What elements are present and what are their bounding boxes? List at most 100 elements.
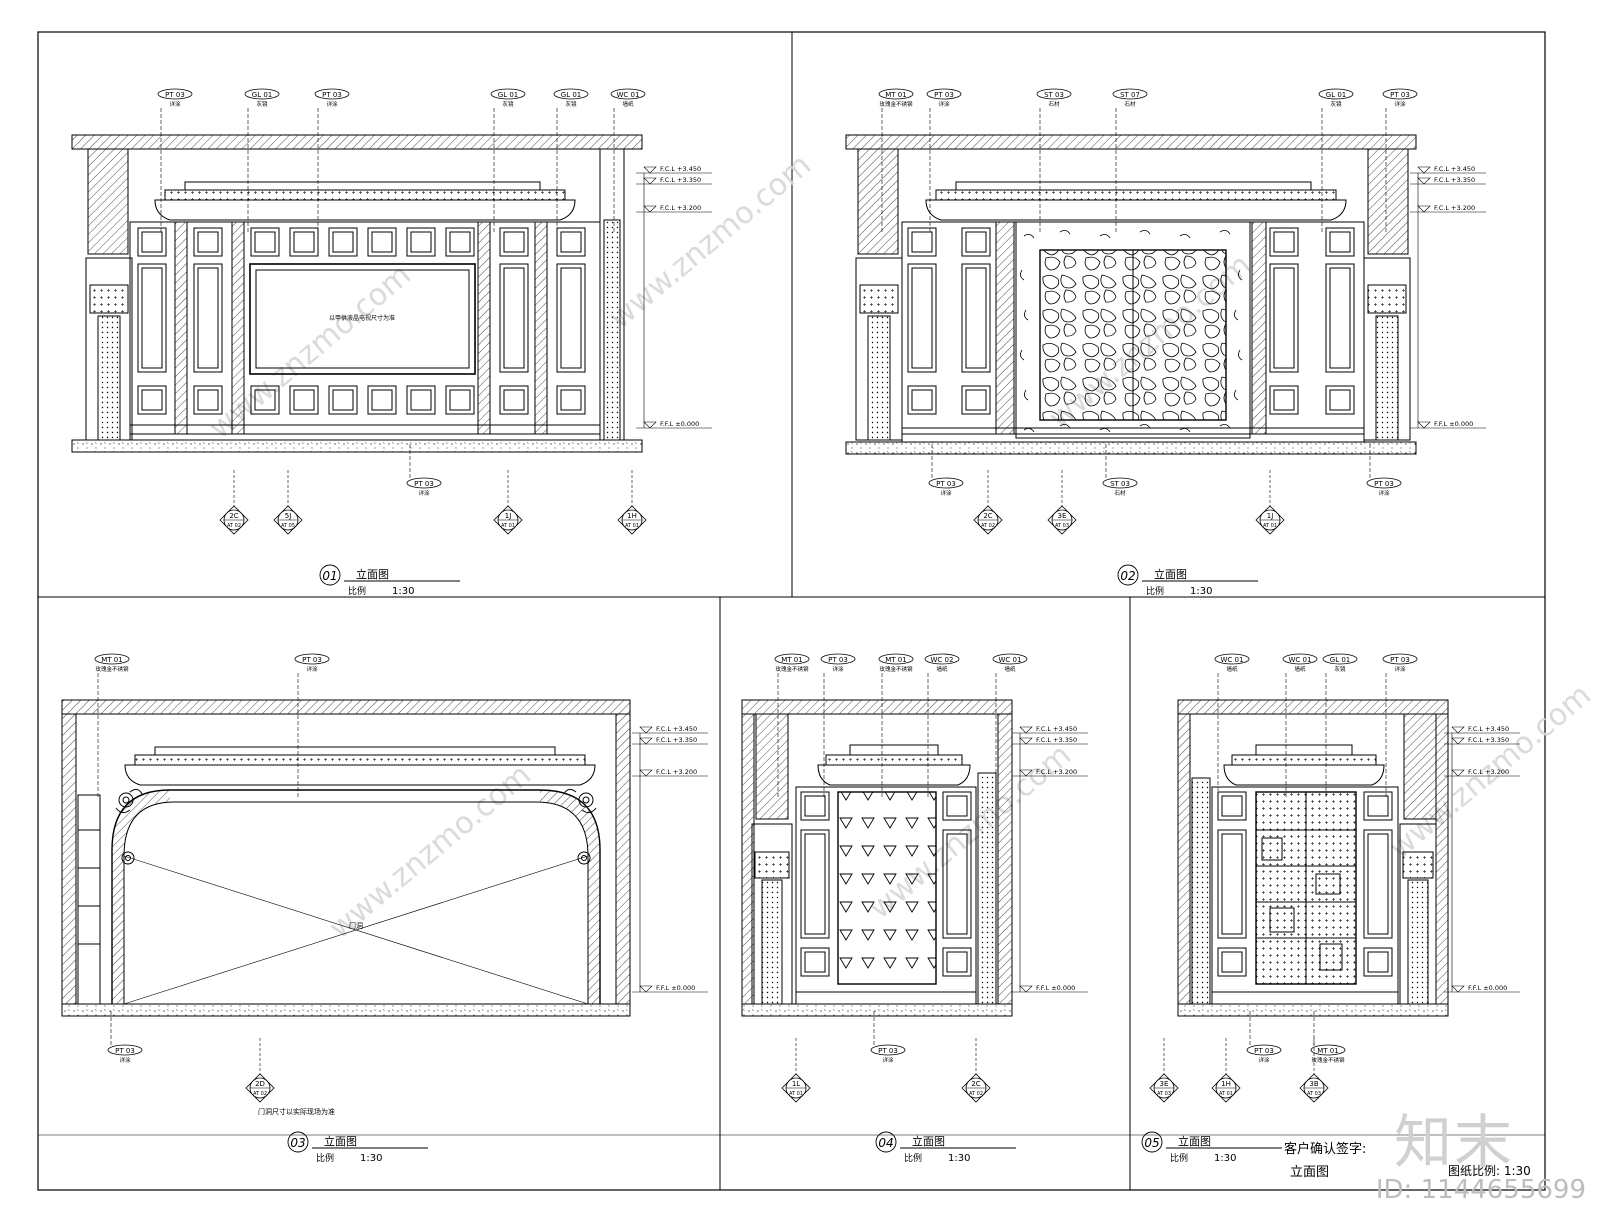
tv-screen <box>255 269 470 369</box>
material-tag-bubble <box>1310 1044 1346 1056</box>
ceiling-cornice <box>1223 764 1385 786</box>
skirting <box>795 991 977 1005</box>
material-tag-desc: 玫瑰金不锈钢 <box>879 100 913 108</box>
section-mark-sheet: AT 03 <box>1055 523 1069 529</box>
material-tag-bubble <box>1036 88 1072 100</box>
level-marker <box>639 769 653 777</box>
material-tag-desc: 玫瑰金不锈钢 <box>879 665 913 673</box>
material-tag-code: PT 03 <box>828 656 848 664</box>
watermark-site-4: www.znzmo.com <box>323 758 538 947</box>
left-pilaster-capital <box>859 284 899 314</box>
wall-panel <box>129 221 601 435</box>
material-tag-bubble <box>314 88 350 100</box>
material-tag-code: GL 01 <box>1330 656 1350 664</box>
side-panels <box>907 227 1355 415</box>
drawing-number: 04 <box>878 1136 893 1150</box>
left-pilaster-capital <box>754 851 790 879</box>
material-tag-desc: 详涂 <box>1378 489 1390 497</box>
section-mark-diamond <box>1299 1073 1329 1103</box>
ornament-right <box>563 788 597 865</box>
level-marker <box>1019 769 1033 777</box>
left-wallpaper <box>1191 777 1211 1005</box>
level-label: F.F.L ±0.000 <box>1434 420 1473 428</box>
level-label: F.C.L +3.450 <box>656 725 697 733</box>
drawing-number: 01 <box>322 569 337 583</box>
level-label: F.C.L +3.350 <box>1434 176 1475 184</box>
section-mark-sheet: AT 01 <box>501 523 515 529</box>
side-panels <box>800 791 972 977</box>
level-marker <box>643 421 657 429</box>
material-tag-desc: 石材 <box>1114 489 1126 497</box>
material-tag-desc: 详涂 <box>169 100 181 108</box>
section-mark-sheet: AT 02 <box>969 1091 983 1097</box>
material-tag-code: GL 01 <box>252 91 272 99</box>
material-tag-code: PT 03 <box>115 1047 135 1055</box>
level-label: F.F.L ±0.000 <box>1036 984 1075 992</box>
left-shelf <box>77 794 101 1005</box>
ceiling-trim <box>134 754 586 766</box>
material-tag-desc: 详涂 <box>938 100 950 108</box>
level-marker <box>1451 769 1465 777</box>
ceiling-slab <box>61 699 631 715</box>
right-pilaster-capital <box>1367 284 1407 314</box>
client-signature-label: 客户确认签字: <box>1284 1142 1367 1157</box>
material-tag-bubble <box>926 88 962 100</box>
ceiling-slab <box>845 134 1417 150</box>
right-wall <box>1435 713 1449 1005</box>
material-tag-bubble <box>244 88 280 100</box>
material-tag-code: PT 03 <box>1390 656 1410 664</box>
section-mark-id: 1H <box>1221 1080 1231 1088</box>
material-tag-desc: 墙纸 <box>1294 665 1306 673</box>
door-arch-hatch <box>112 790 170 1004</box>
drawing-number-circle <box>1141 1131 1163 1153</box>
drawing-title: 立面图 <box>324 1134 357 1148</box>
ceiling-cornice <box>817 764 971 786</box>
level-marker <box>1019 985 1033 993</box>
material-tag-desc: 灰镜 <box>256 100 268 108</box>
drawing-number: 02 <box>1120 569 1135 583</box>
skirting <box>129 424 601 441</box>
level-marker <box>1417 421 1431 429</box>
drawing-scale: 1:30 <box>1214 1153 1236 1164</box>
ceiling-trim <box>935 189 1337 201</box>
ceiling-cornice <box>154 199 576 221</box>
drawing-scale: 1:30 <box>948 1153 970 1164</box>
material-tag-code: GL 01 <box>1326 91 1346 99</box>
ceiling-recess <box>154 746 556 756</box>
section-mark-sheet: AT 01 <box>1219 1091 1233 1097</box>
right-wall-paper <box>603 219 621 441</box>
elevation-01: 以甲供液晶电视尺寸为准 <box>71 134 643 453</box>
level-marker <box>639 985 653 993</box>
ceiling-recess <box>955 181 1312 191</box>
left-wall <box>61 713 77 1005</box>
drawing-number: 05 <box>1144 1136 1159 1150</box>
tall-panels <box>137 263 586 373</box>
material-tag-bubble <box>870 1044 906 1056</box>
level-label: F.C.L +3.350 <box>656 736 697 744</box>
lower-panels <box>137 385 586 415</box>
material-tag-bubble <box>1102 477 1138 489</box>
section-mark-id: 1J <box>1267 512 1274 520</box>
elevation-03: 门洞 门洞尺寸以实际现场为准 <box>61 699 631 1116</box>
sheet-scale: 图纸比例: 1:30 <box>1448 1164 1531 1178</box>
section-mark-diamond <box>1255 505 1285 535</box>
drawing-scale-label: 比例 <box>348 585 366 597</box>
side-panels <box>1217 791 1393 977</box>
hatched-strip-left <box>995 221 1015 435</box>
material-tag-bubble <box>294 653 330 665</box>
section-mark-diamond <box>961 1073 991 1103</box>
image-id-label: ID: 1144655699 <box>1375 1175 1586 1205</box>
left-wall <box>1177 713 1191 1005</box>
material-tag-code: WC 02 <box>931 656 954 664</box>
left-column <box>87 148 129 255</box>
drawing-scale: 1:30 <box>392 586 414 597</box>
door-foot-note: 门洞尺寸以实际现场为准 <box>258 1107 335 1116</box>
level-label: F.C.L +3.450 <box>1036 725 1077 733</box>
section-mark-sheet: AT 01 <box>625 523 639 529</box>
right-wallpaper <box>977 772 997 1005</box>
drawing-number-circle <box>1117 564 1139 586</box>
left-pilaster-capital <box>89 284 129 314</box>
left-column <box>857 148 899 255</box>
material-tag-desc: 玫瑰金不锈钢 <box>95 665 129 673</box>
